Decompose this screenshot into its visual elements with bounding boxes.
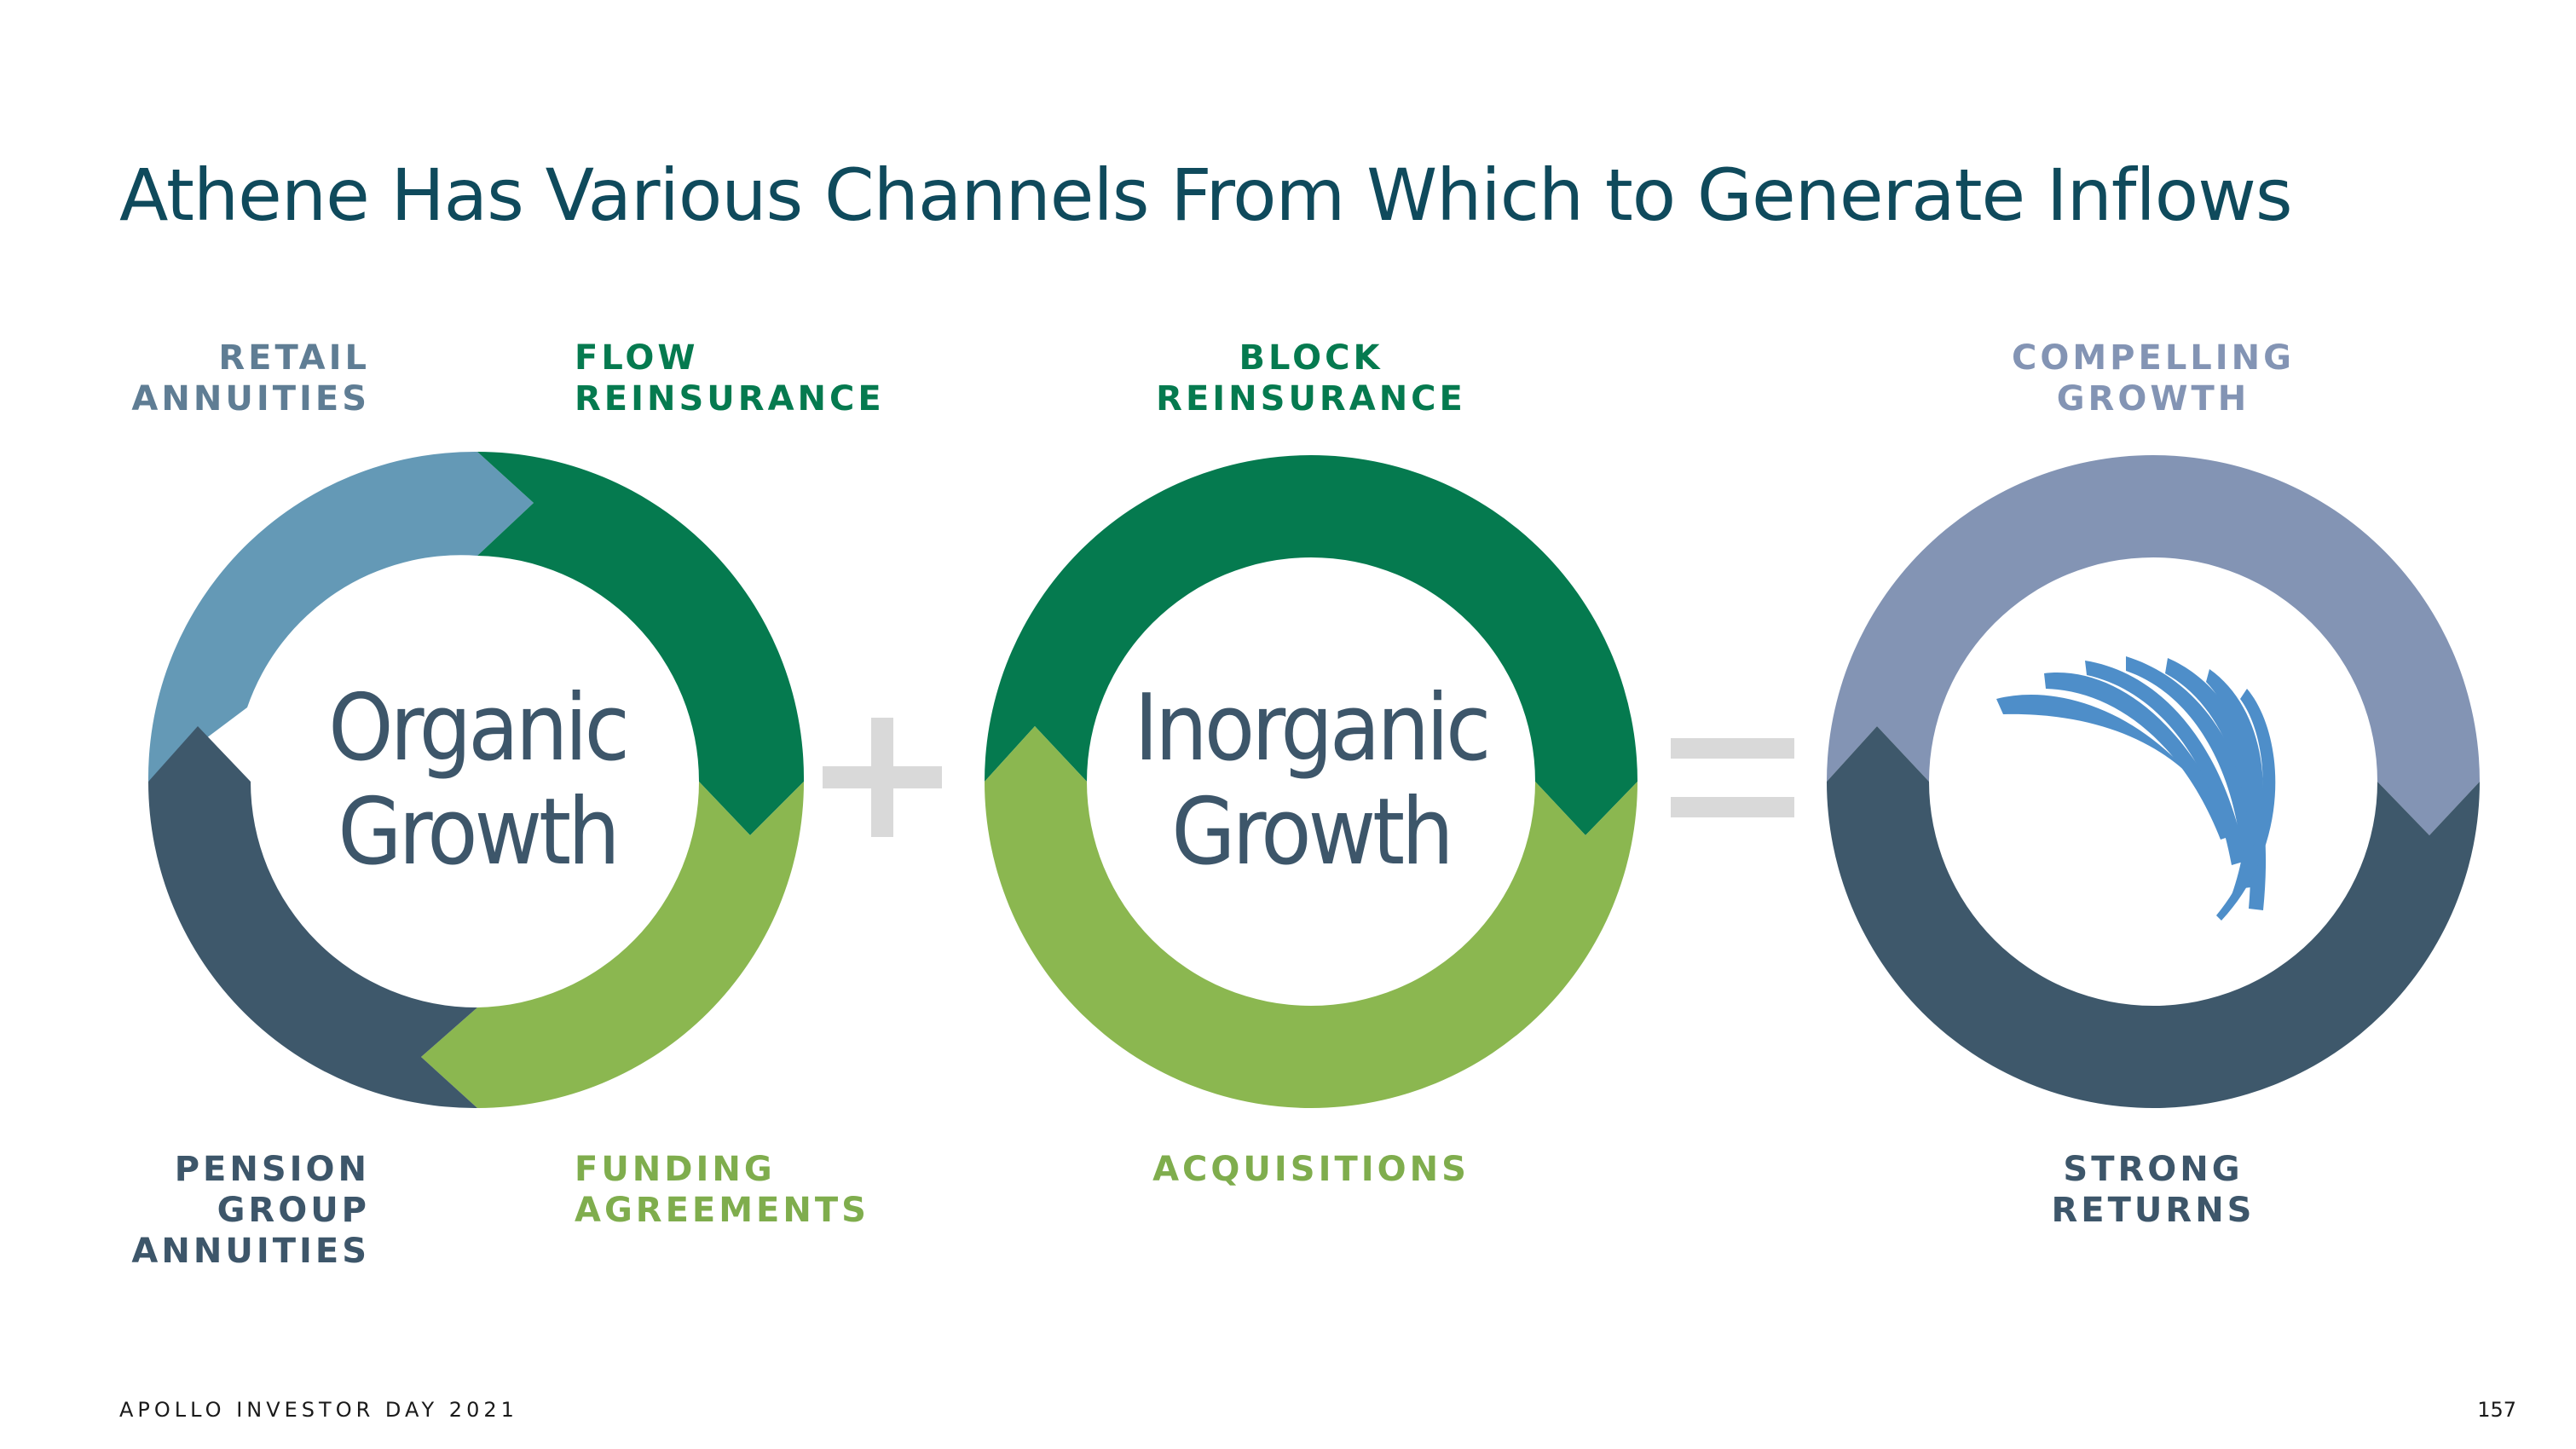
ring-segment-strong-returns [1827, 726, 2480, 1108]
label-strong-returns: STRONG RETURNS [2051, 1150, 2255, 1230]
ring-segment-funding-agreements [421, 782, 804, 1108]
ring-segment-flow-reinsurance [477, 452, 805, 835]
page-title: Athene Has Various Channels From Which t… [119, 153, 2293, 237]
label-acquisitions: ACQUISITIONS [1152, 1150, 1470, 1189]
ring-segment-acquisitions [985, 726, 1637, 1108]
inorganic-growth-center-label: Inorganic Growth [1134, 675, 1492, 886]
athene-logo-icon [1996, 656, 2276, 921]
ring-segment-retail-annuities [147, 451, 534, 782]
footer-text: APOLLO INVESTOR DAY 2021 [119, 1398, 518, 1422]
result-ring [1827, 455, 2480, 1108]
inorganic-growth-ring [985, 455, 1637, 1108]
page-number: 157 [2477, 1398, 2516, 1422]
label-flow-reinsurance: FLOW REINSURANCE [575, 338, 885, 419]
label-funding-agreements: FUNDING AGREEMENTS [575, 1150, 869, 1230]
ring-segment-block-reinsurance [985, 455, 1637, 835]
organic-growth-center-label: Organic Growth [328, 675, 630, 886]
organic-growth-ring [147, 451, 805, 1109]
ring-segment-compelling-growth [1827, 455, 2480, 835]
label-retail-annuities: RETAIL ANNUITIES [131, 338, 370, 419]
label-block-reinsurance: BLOCK REINSURANCE [1156, 338, 1466, 419]
plus-operator-icon [823, 718, 942, 837]
label-pension-group-annuities: PENSION GROUP ANNUITIES [131, 1150, 370, 1271]
ring-segment-pension-group-annuities [148, 726, 477, 1109]
label-compelling-growth: COMPELLING GROWTH [2012, 338, 2295, 419]
equals-operator-icon [1671, 738, 1794, 817]
